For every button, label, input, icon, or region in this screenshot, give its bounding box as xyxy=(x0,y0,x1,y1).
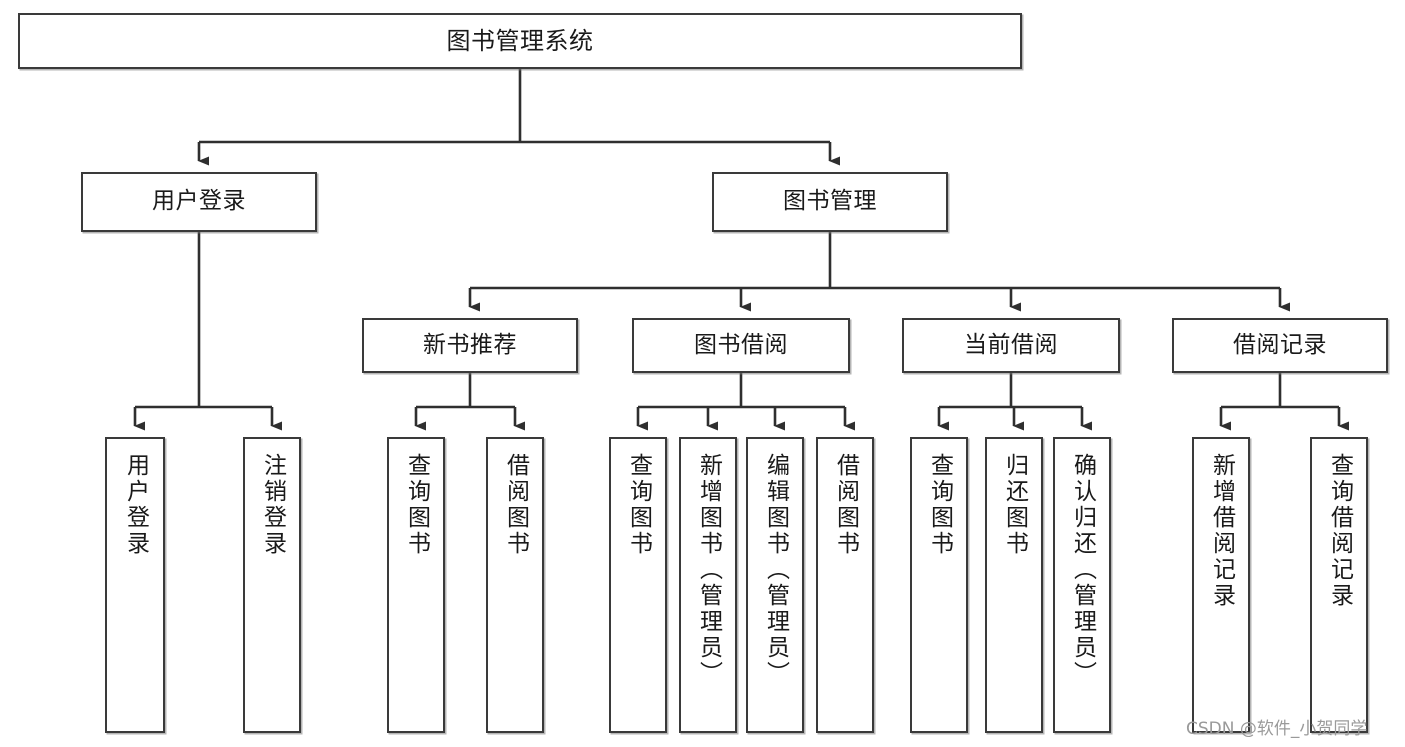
node-label: 编辑图书（管理员） xyxy=(762,453,789,687)
node-label: 借阅图书 xyxy=(832,453,859,557)
node-label: 新增借阅记录 xyxy=(1208,453,1235,609)
node-label: 借阅记录 xyxy=(1233,331,1327,358)
node-book-manage[interactable]: 图书管理 xyxy=(712,172,948,232)
node-new-book-rec[interactable]: 新书推荐 xyxy=(362,318,578,373)
node-user-login[interactable]: 用户登录 xyxy=(81,172,317,232)
node-label: 查询借阅记录 xyxy=(1326,453,1353,609)
node-label: 用户登录 xyxy=(122,453,149,557)
node-leaf-query-record[interactable]: 查询借阅记录 xyxy=(1310,437,1368,733)
node-label: 归还图书 xyxy=(1001,453,1028,557)
node-label: 注销登录 xyxy=(259,453,286,557)
node-leaf-edit-book[interactable]: 编辑图书（管理员） xyxy=(746,437,804,733)
node-label: 图书管理系统 xyxy=(446,26,594,55)
node-label: 图书借阅 xyxy=(694,331,788,358)
node-label: 用户登录 xyxy=(152,188,246,215)
node-leaf-borrow-book-2[interactable]: 借阅图书 xyxy=(816,437,874,733)
node-label: 确认归还（管理员） xyxy=(1069,453,1096,687)
node-current-borrow[interactable]: 当前借阅 xyxy=(902,318,1120,373)
node-borrow-record[interactable]: 借阅记录 xyxy=(1172,318,1388,373)
node-leaf-query-book-2[interactable]: 查询图书 xyxy=(609,437,667,733)
node-book-borrow[interactable]: 图书借阅 xyxy=(632,318,850,373)
node-label: 查询图书 xyxy=(403,453,430,557)
node-leaf-add-book[interactable]: 新增图书（管理员） xyxy=(679,437,737,733)
node-label: 当前借阅 xyxy=(964,331,1058,358)
node-leaf-add-record[interactable]: 新增借阅记录 xyxy=(1192,437,1250,733)
node-label: 新书推荐 xyxy=(423,331,517,358)
node-leaf-confirm-return[interactable]: 确认归还（管理员） xyxy=(1053,437,1111,733)
node-label: 新增图书（管理员） xyxy=(695,453,722,687)
node-label: 借阅图书 xyxy=(502,453,529,557)
node-root[interactable]: 图书管理系统 xyxy=(18,13,1022,69)
node-label: 查询图书 xyxy=(926,453,953,557)
node-leaf-logout[interactable]: 注销登录 xyxy=(243,437,301,733)
node-leaf-borrow-book-1[interactable]: 借阅图书 xyxy=(486,437,544,733)
node-leaf-return-book[interactable]: 归还图书 xyxy=(985,437,1043,733)
node-leaf-user-login[interactable]: 用户登录 xyxy=(105,437,165,733)
node-label: 查询图书 xyxy=(625,453,652,557)
node-leaf-query-book-1[interactable]: 查询图书 xyxy=(387,437,445,733)
node-leaf-query-book-3[interactable]: 查询图书 xyxy=(910,437,968,733)
node-label: 图书管理 xyxy=(783,188,877,215)
